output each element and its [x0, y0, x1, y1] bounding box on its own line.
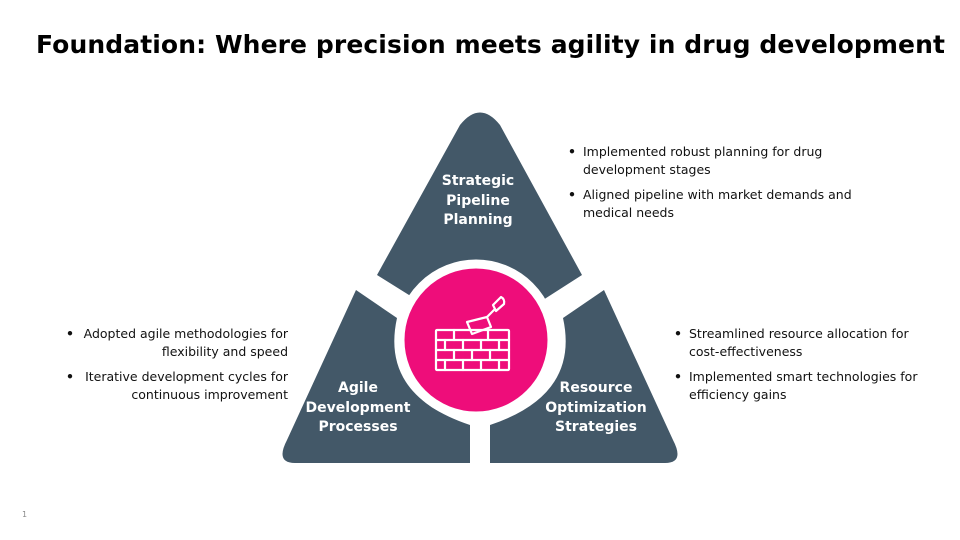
segment-left-label-line: Development: [305, 399, 411, 416]
bullet-item: • Implemented robust planning for drug de…: [568, 143, 858, 179]
segment-left-label-line: Processes: [318, 419, 398, 435]
bullets-left: • Adopted agile methodologies for flexibi…: [66, 325, 288, 411]
bullet-item: • Iterative development cycles for contin…: [66, 368, 288, 404]
segment-top-label-line: Planning: [443, 212, 513, 228]
segment-left-shape[interactable]: [282, 290, 471, 463]
bullet-item: • Streamlined resource allocation for cos…: [674, 325, 936, 361]
bullet-dot-icon: •: [568, 187, 576, 202]
bullet-text: Implemented robust planning for drug dev…: [583, 144, 823, 177]
bullets-top-right: • Implemented robust planning for drug de…: [568, 143, 858, 229]
slide-title: Foundation: Where precision meets agilit…: [36, 30, 946, 59]
segment-top-label: Strategic Pipeline Planning: [420, 172, 536, 231]
segment-right-label-line: Strategies: [555, 419, 637, 435]
segment-top-label-line: Strategic: [441, 173, 515, 189]
segment-right-label-line: Resource: [559, 380, 633, 396]
bullet-item: • Adopted agile methodologies for flexibi…: [66, 325, 288, 361]
segment-left-label-line: Agile: [338, 380, 378, 396]
bullet-dot-icon: •: [66, 326, 74, 341]
bullet-dot-icon: •: [674, 326, 682, 341]
bullets-bottom-right: • Streamlined resource allocation for cos…: [674, 325, 936, 411]
page-number: 1: [22, 510, 28, 519]
bullet-dot-icon: •: [66, 369, 74, 384]
bullet-dot-icon: •: [674, 369, 682, 384]
segment-right-shape[interactable]: [490, 290, 678, 463]
bullet-text: Implemented smart technologies for effic…: [689, 369, 918, 402]
bullet-text: Aligned pipeline with market demands and…: [583, 187, 852, 220]
bullet-text: Adopted agile methodologies for flexibil…: [83, 326, 288, 359]
bullet-dot-icon: •: [568, 144, 576, 159]
bullet-text: Streamlined resource allocation for cost…: [689, 326, 909, 359]
bullet-item: • Implemented smart technologies for effi…: [674, 368, 936, 404]
segment-left-label: Agile Development Processes: [300, 379, 416, 438]
segment-top-shape[interactable]: [377, 112, 582, 301]
brick-wall-trowel-icon: [434, 295, 511, 372]
segment-right-label: Resource Optimization Strategies: [538, 379, 654, 438]
segment-top-label-line: Pipeline: [446, 192, 510, 209]
bullet-item: • Aligned pipeline with market demands an…: [568, 186, 858, 222]
segment-right-label-line: Optimization: [545, 399, 647, 416]
bullet-text: Iterative development cycles for continu…: [85, 369, 288, 402]
